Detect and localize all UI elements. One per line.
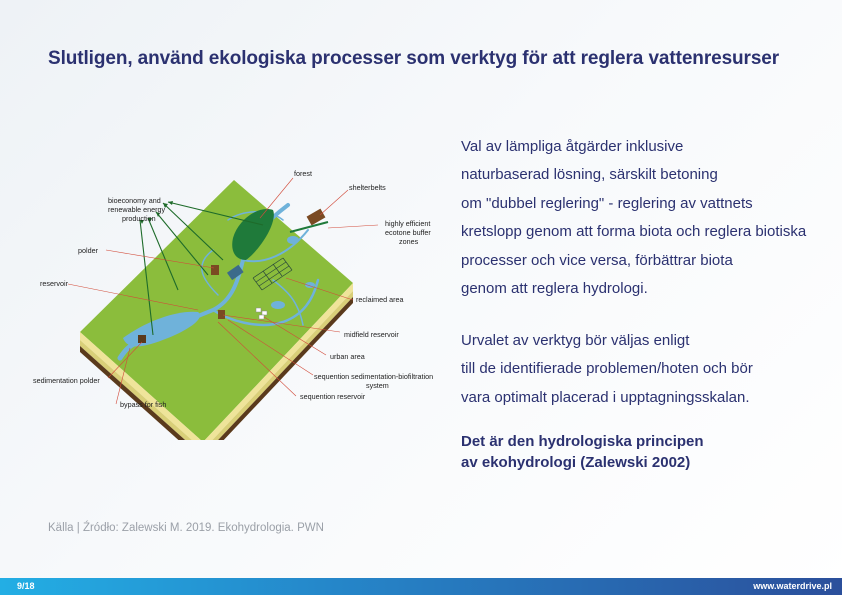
paragraph-2: Urvalet av verktyg bör väljas enligt til… [461, 327, 753, 412]
label-ecotone: highly efficient [385, 219, 430, 228]
label-urban: urban area [330, 352, 365, 361]
text-line: Urvalet av verktyg bör väljas enligt [461, 332, 690, 349]
arrowheads [140, 201, 173, 224]
small-lake [287, 236, 299, 244]
forest-patch [232, 209, 274, 260]
text-line: av ekohydrologi (Zalewski 2002) [461, 454, 691, 471]
text-line: Val av lämpliga åtgärder inklusive [461, 138, 684, 155]
bioeconomy-arrows [139, 201, 264, 336]
label-ecotone: zones [399, 237, 419, 246]
page-title: Slutligen, använd ekologiska processer s… [48, 48, 780, 69]
label-seq-sed: sequention sedimentation-biofiltration [314, 372, 433, 381]
label-polder: polder [78, 246, 99, 255]
label-bypass: bypass for fish [120, 400, 166, 409]
text-line: kretslopp genom att forma biota och regl… [461, 223, 807, 241]
label-forest: forest [294, 169, 312, 178]
sed-polder-block [138, 335, 146, 343]
label-ecotone: ecotone buffer [385, 228, 431, 237]
label-seq-sed: system [366, 381, 389, 390]
emphasis-statement: Det är den hydrologiska principen av eko… [461, 431, 704, 473]
page-number: 9/18 [17, 581, 35, 591]
footer-url[interactable]: www.waterdrive.pl [753, 581, 832, 591]
label-bioeconomy: renewable energy [108, 205, 166, 214]
paragraph-1: Val av lämpliga åtgärder inklusive natur… [461, 133, 841, 303]
label-midfield: midfield reservoir [344, 330, 399, 339]
polder-block [211, 265, 219, 275]
midfield-block [218, 310, 225, 319]
label-bioeconomy: production [122, 214, 156, 223]
text-line: om "dubbel reglering" - reglering av vat… [461, 194, 753, 212]
label-bioeconomy: bioeconomy and [108, 196, 161, 205]
label-sed-polder: sedimentation polder [33, 376, 100, 385]
text-line: vara optimalt placerad i upptagningsskal… [461, 388, 750, 406]
shelterbelts-group [289, 208, 329, 233]
text-line: till de identifierade problemen/hoten oc… [461, 360, 753, 378]
text-line: Det är den hydrologiska principen [461, 433, 704, 450]
footer-bar: 9/18 www.waterdrive.pl [0, 578, 842, 595]
reclaimed-grid [252, 257, 293, 291]
ecohydrology-diagram: forest shelterbelts bioeconomy and renew… [33, 169, 433, 440]
text-line: genom att reglera hydrologi. [461, 280, 648, 298]
text-line: naturbaserad lösning, särskilt betoning [461, 166, 718, 184]
source-citation: Källa | Źródło: Zalewski M. 2019. Ekohyd… [48, 522, 324, 534]
leader-lines [67, 177, 379, 405]
label-shelterbelts: shelterbelts [349, 183, 386, 192]
label-reclaimed: reclaimed area [356, 295, 404, 304]
small-lake [271, 301, 285, 309]
label-reservoir: reservoir [40, 279, 69, 288]
reservoir-block [226, 264, 244, 281]
label-seq-res: sequention reservoir [300, 392, 366, 401]
text-line: processer och vice versa, förbättrar bio… [461, 251, 733, 269]
